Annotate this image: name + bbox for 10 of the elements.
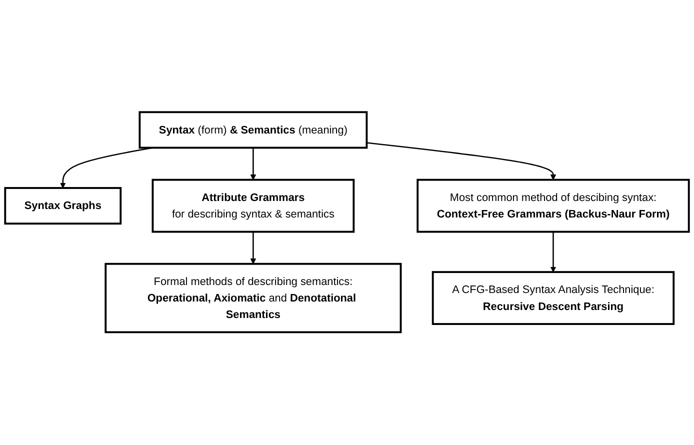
arrow xyxy=(250,148,256,180)
arrow xyxy=(250,232,256,264)
node-box: Syntax Graphs xyxy=(4,187,122,225)
arrow xyxy=(550,232,556,273)
node-box: Formal methods of describing semantics: Operational, Axiomatic and Denotational Semantics xyxy=(104,263,402,334)
node-box: A CFG-Based Syntax Analysis Technique: Recursive Descent Parsing xyxy=(432,271,675,326)
arrow xyxy=(366,142,556,180)
node-box: Syntax (form) & Semantics (meaning) xyxy=(138,112,368,150)
node-box: Most common method of descibing syntax: Context-Free Grammars (Backus-Naur Form) xyxy=(416,179,690,234)
node-box: Attribute Grammars for describing syntax & semantics xyxy=(152,179,355,234)
